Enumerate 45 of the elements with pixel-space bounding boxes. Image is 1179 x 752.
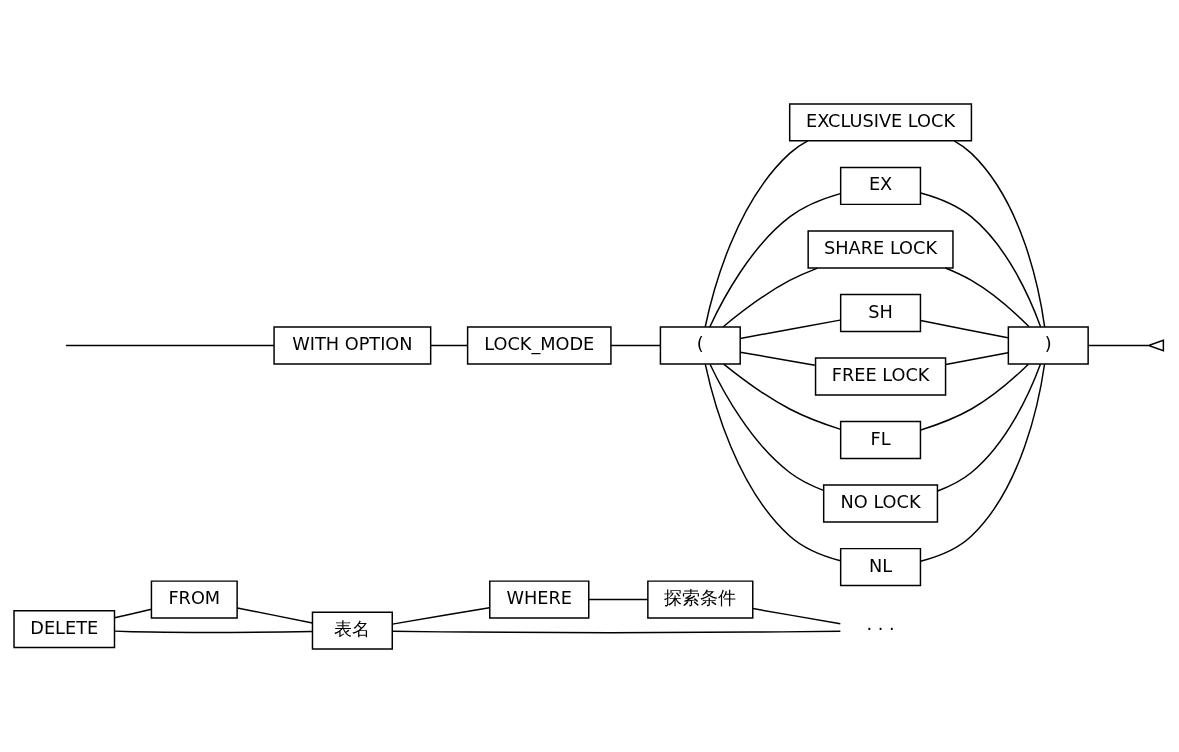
- node-box: EX: [839, 166, 922, 205]
- connector: [739, 350, 816, 366]
- node-box: ): [1007, 325, 1089, 365]
- node-box: WITH OPTION: [273, 325, 432, 365]
- connector: [236, 606, 314, 624]
- node-box: FREE LOCK: [814, 356, 947, 396]
- connector: [709, 192, 842, 328]
- node-box: NL: [839, 547, 922, 586]
- node-box: WHERE: [489, 579, 590, 619]
- connector: [391, 629, 842, 633]
- node-box: DELETE: [13, 609, 116, 648]
- connector: [113, 608, 153, 619]
- connector: [920, 363, 1030, 431]
- connector: [588, 598, 649, 600]
- connector: [610, 344, 661, 346]
- connector: [391, 606, 491, 625]
- connector: [919, 319, 1009, 339]
- node-box: EXCLUSIVE LOCK: [788, 102, 973, 142]
- connector: [752, 607, 842, 625]
- connector: [945, 351, 1009, 365]
- connector: [944, 266, 1030, 327]
- connector: [1087, 338, 1165, 352]
- connector: [65, 344, 275, 346]
- connector: [113, 629, 314, 633]
- connector: [723, 362, 842, 430]
- node-box: LOCK_MODE: [466, 325, 612, 365]
- node-box: (: [659, 325, 741, 365]
- connector: [739, 318, 841, 339]
- node-box: NO LOCK: [822, 483, 939, 523]
- connector: [709, 363, 825, 491]
- connector: [919, 191, 1042, 328]
- node-box: 表名: [311, 610, 393, 650]
- node-text: · · ·: [866, 618, 895, 639]
- node-box: FL: [839, 420, 922, 459]
- connector: [919, 362, 1046, 562]
- connector: [704, 139, 809, 327]
- connector: [722, 266, 819, 328]
- connector: [953, 139, 1046, 327]
- connector: [936, 363, 1042, 492]
- connector: [704, 362, 842, 561]
- node-box: FROM: [150, 579, 238, 619]
- connector: [430, 344, 469, 346]
- node-box: SH: [839, 293, 922, 332]
- node-box: SHARE LOCK: [807, 229, 954, 269]
- node-box: 探索条件: [647, 579, 754, 619]
